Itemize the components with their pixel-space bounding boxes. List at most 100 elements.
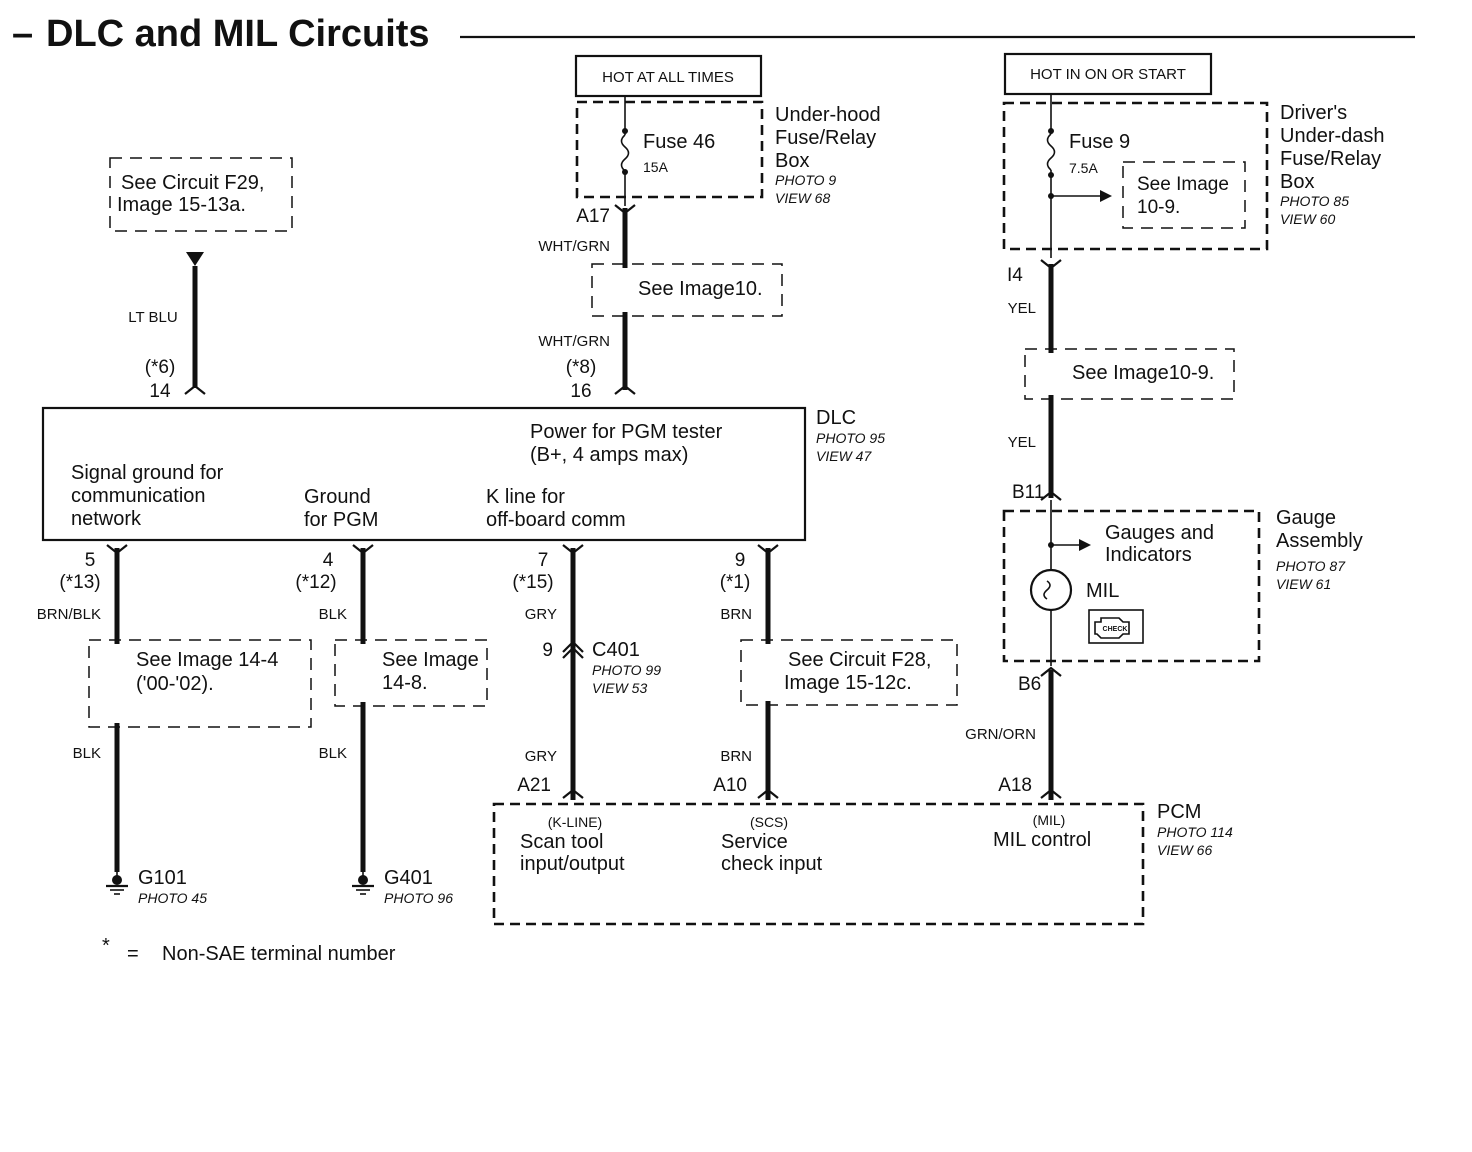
gauge-assembly-view: VIEW 61 <box>1276 576 1331 592</box>
underhood-name-2: Fuse/Relay <box>775 127 876 149</box>
terminal-14-alt: (*6) <box>145 357 176 378</box>
pcm-scs-line-1: Service <box>721 831 788 853</box>
pcm-kline-tag: (K-LINE) <box>548 814 602 830</box>
see-image-10-9-ref-line-1: See Image <box>1137 174 1229 195</box>
g401-label: G401 <box>384 867 433 889</box>
wire-color-gry-upper: GRY <box>525 606 557 623</box>
fuse-9-icon <box>1046 133 1056 171</box>
fuse9-node-top <box>1048 128 1054 134</box>
g101-label: G101 <box>138 867 187 889</box>
dlc-kline-line-1: K line for <box>486 486 565 508</box>
gauges-indicators-line-2: Indicators <box>1105 544 1192 566</box>
wire-color-yel-bottom: YEL <box>1008 434 1036 451</box>
check-engine-icon <box>1088 609 1144 644</box>
terminal-mark-i4 <box>1040 259 1062 270</box>
terminal-mark-4 <box>352 544 374 555</box>
wire-color-brn-lower: BRN <box>720 748 752 765</box>
underhood-photo: PHOTO 9 <box>775 172 836 188</box>
underhood-name-3: Box <box>775 150 809 172</box>
g401-ground-icon <box>358 875 368 885</box>
fuse46-node-top <box>622 128 628 134</box>
mil-bulb-icon <box>1029 568 1073 612</box>
wire-color-grn-orn: GRN/ORN <box>965 726 1036 743</box>
wire-gap-14-8 <box>357 644 369 702</box>
c401-name: C401 <box>592 639 640 661</box>
see-circuit-f29-box <box>109 157 293 232</box>
see-image-14-8-line-2: 14-8. <box>382 672 428 694</box>
see-image-10-9-ref-box <box>1122 161 1246 229</box>
g101-photo: PHOTO 45 <box>138 890 207 906</box>
see-circuit-f28-box <box>740 639 958 706</box>
underdash-name-1: Driver's <box>1280 102 1347 124</box>
footnote-equals: = <box>127 943 139 965</box>
wire-color-yel-top: YEL <box>1008 300 1036 317</box>
terminal-mark-b11 <box>1040 490 1062 501</box>
page-title: DLC and MIL Circuits <box>46 13 430 55</box>
hot-at-all-times-label: HOT AT ALL TIMES <box>602 69 734 86</box>
wire-color-brn-upper: BRN <box>720 606 752 623</box>
terminal-b11: B11 <box>1012 482 1044 503</box>
dlc-power-line-2: (B+, 4 amps max) <box>530 444 688 466</box>
terminal-4-alt: (*12) <box>295 572 336 593</box>
terminal-mark-9 <box>757 544 779 555</box>
pcm-kline-line-2: input/output <box>520 853 625 875</box>
wire-color-brn-blk: BRN/BLK <box>37 606 101 623</box>
see-circuit-f29-line-1: See Circuit F29, <box>121 172 264 194</box>
dlc-name: DLC <box>816 407 856 429</box>
check-engine-text: CHECK <box>1103 626 1128 633</box>
engine-outline-icon <box>1094 617 1130 639</box>
pcm-scs-line-2: check input <box>721 853 823 875</box>
footnote-text: Non-SAE terminal number <box>162 943 396 965</box>
terminal-14: 14 <box>149 381 171 402</box>
gauge-assembly-name-2: Assembly <box>1276 530 1363 552</box>
underdash-name-4: Box <box>1280 171 1314 193</box>
terminal-mark-14 <box>184 384 206 395</box>
g401-photo: PHOTO 96 <box>384 890 453 906</box>
see-image-10-9-ref-line-2: 10-9. <box>1137 197 1180 218</box>
footnote-star: * <box>102 935 110 957</box>
terminal-mark-a10 <box>757 788 779 799</box>
wire-color-wht-grn-top: WHT/GRN <box>538 238 610 255</box>
wire-color-wht-grn-bottom: WHT/GRN <box>538 333 610 350</box>
see-circuit-f28-line-2: Image 15-12c. <box>784 672 912 694</box>
see-image-14-8-line-1: See Image <box>382 649 479 671</box>
see-image10-9-box <box>1024 348 1235 400</box>
underdash-name-2: Under-dash <box>1280 125 1385 147</box>
dlc-photo: PHOTO 95 <box>816 430 885 446</box>
fuse-46-icon <box>620 134 630 172</box>
wire-color-blk-mid-lower: BLK <box>319 745 347 762</box>
wire-gap-14-4 <box>111 644 123 723</box>
c401-view: VIEW 53 <box>592 680 647 696</box>
see-image-14-4-box <box>88 639 312 728</box>
terminal-mark-b6 <box>1040 666 1062 677</box>
dlc-view: VIEW 47 <box>816 448 872 464</box>
pcm-photo: PHOTO 114 <box>1157 824 1233 840</box>
terminal-a18: A18 <box>998 775 1032 796</box>
title-dash: – <box>12 13 33 55</box>
hot-in-on-or-start-label: HOT IN ON OR START <box>1030 66 1186 83</box>
dlc-power-line-1: Power for PGM tester <box>530 421 723 443</box>
gauges-indicators-line-1: Gauges and <box>1105 522 1214 544</box>
fuse-46-rating: 15A <box>643 159 669 175</box>
terminal-16-alt: (*8) <box>566 357 597 378</box>
dlc-kline-line-2: off-board comm <box>486 509 626 531</box>
gauge-assembly-photo: PHOTO 87 <box>1276 558 1346 574</box>
gauge-assembly-box <box>1002 509 1261 663</box>
underhood-name-1: Under-hood <box>775 104 881 126</box>
terminal-mark-5 <box>106 544 128 555</box>
underhood-fuse-box <box>575 100 764 199</box>
pcm-kline-line-1: Scan tool <box>520 831 603 853</box>
terminal-mark-a18 <box>1040 788 1062 799</box>
arrow-right-icon <box>1079 539 1091 551</box>
terminal-a17: A17 <box>576 206 610 227</box>
wire-color-blk-mid-upper: BLK <box>319 606 347 623</box>
terminal-7-alt: (*15) <box>512 572 553 593</box>
underdash-view: VIEW 60 <box>1280 211 1335 227</box>
terminal-mark-a21 <box>562 788 584 799</box>
mil-label: MIL <box>1086 580 1119 602</box>
fuse-9-rating: 7.5A <box>1069 160 1098 176</box>
terminal-9-alt: (*1) <box>720 572 751 593</box>
c401-photo: PHOTO 99 <box>592 662 661 678</box>
terminal-c401-9: 9 <box>542 640 553 661</box>
